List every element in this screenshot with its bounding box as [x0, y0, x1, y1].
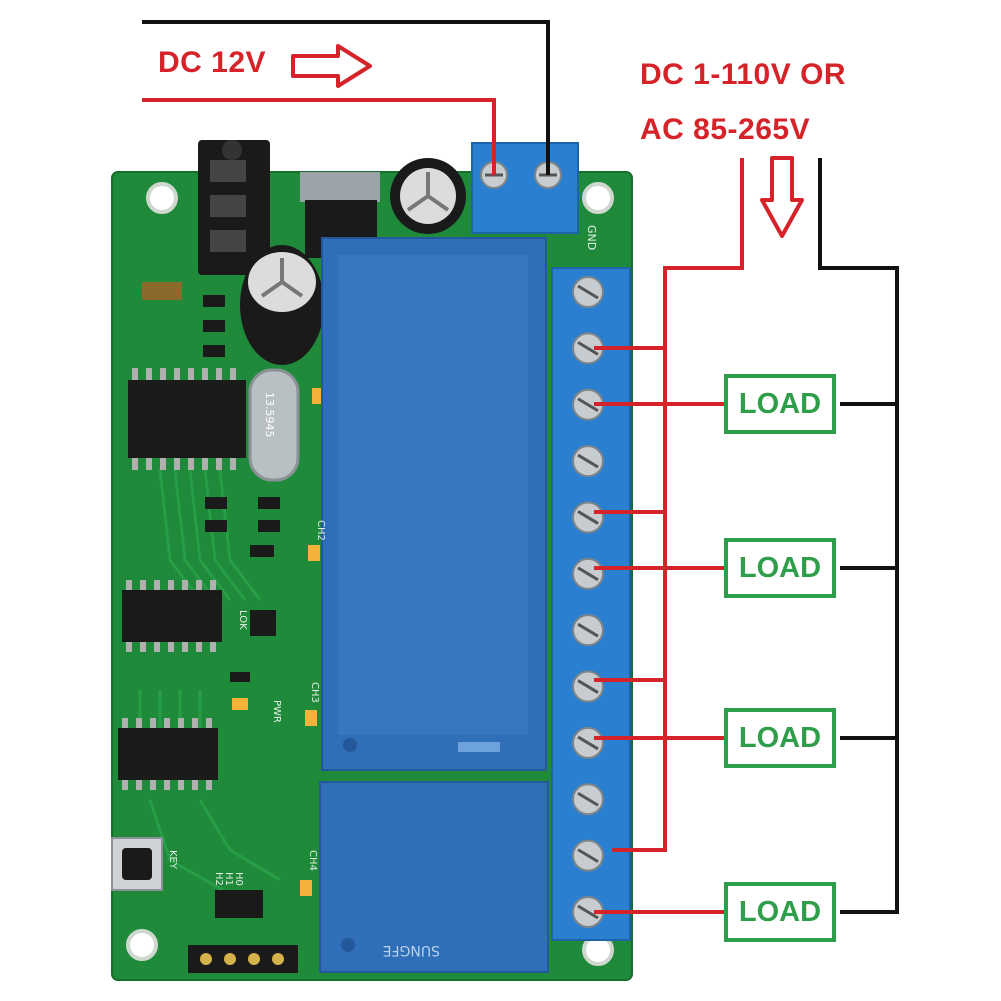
- load-box-1: LOAD: [724, 374, 836, 434]
- silk-h0: H0: [233, 872, 244, 886]
- relay-brand-marking: SUNGFE: [383, 942, 440, 958]
- silk-key: KEY: [167, 850, 178, 870]
- ic-chips: [118, 368, 246, 790]
- terminal-screw-slot: [577, 904, 599, 920]
- wires-black: [142, 20, 899, 914]
- terminal-screw-slot: [577, 791, 599, 807]
- wires-red: [142, 98, 744, 914]
- arrow-right: [291, 44, 372, 88]
- terminal-screw-slot: [577, 848, 599, 863]
- arrow-down: [760, 156, 804, 238]
- terminal-screw-slot: [577, 284, 599, 300]
- mount-hole-bottom-left: [126, 929, 158, 961]
- load-box-3: LOAD: [724, 708, 836, 768]
- terminal-screw-slot: [577, 510, 599, 525]
- terminal-screw-slot: [577, 397, 599, 413]
- silk-ch2: CH2: [315, 520, 326, 541]
- load-box-2: LOAD: [724, 538, 836, 598]
- dc-input-terminal: [471, 142, 579, 234]
- load-supply-label-line1: DC 1-110V OR: [640, 58, 847, 91]
- terminal-screw-slot: [577, 622, 599, 638]
- silk-pwr: PWR: [271, 700, 282, 723]
- terminal-screw-slot: [577, 566, 599, 582]
- crystal-oscillator: [248, 368, 300, 482]
- silk-gnd: GND: [585, 225, 598, 250]
- terminal-screw-slot: [577, 735, 599, 751]
- capacitor-top: [390, 158, 466, 234]
- silk-ch4: CH4: [307, 850, 318, 871]
- mount-hole-top-left: [146, 182, 178, 214]
- load-box-4: LOAD: [724, 882, 836, 942]
- key-button: [111, 837, 163, 891]
- status-leds: [232, 388, 324, 896]
- crystal-marking: 13.5945: [263, 392, 276, 438]
- silk-h1: H1: [223, 872, 234, 886]
- relay-2: [319, 781, 549, 973]
- header-pins: [188, 890, 298, 973]
- silk-lok: LOK: [237, 610, 248, 630]
- terminal-screw-slot: [577, 453, 599, 469]
- dc-12v-label: DC 12V: [158, 46, 267, 79]
- relay-1: [321, 237, 547, 771]
- smd-parts: [142, 282, 280, 682]
- silkscreen-labels: GND CH2 CH3 CH4 PWR LOK KEY H0 H1 H2 13.…: [167, 225, 598, 958]
- output-terminal-strip: [551, 267, 631, 941]
- silk-h2: H2: [213, 872, 224, 886]
- silk-ch3: CH3: [309, 682, 320, 703]
- mount-hole-top-right: [582, 182, 614, 214]
- terminal-screw-slot: [577, 341, 599, 356]
- load-supply-label-line2: AC 85-265V: [640, 113, 811, 146]
- terminal-screw-slot: [577, 679, 599, 694]
- audio-jack: [198, 140, 270, 275]
- capacitor-left: [240, 245, 324, 365]
